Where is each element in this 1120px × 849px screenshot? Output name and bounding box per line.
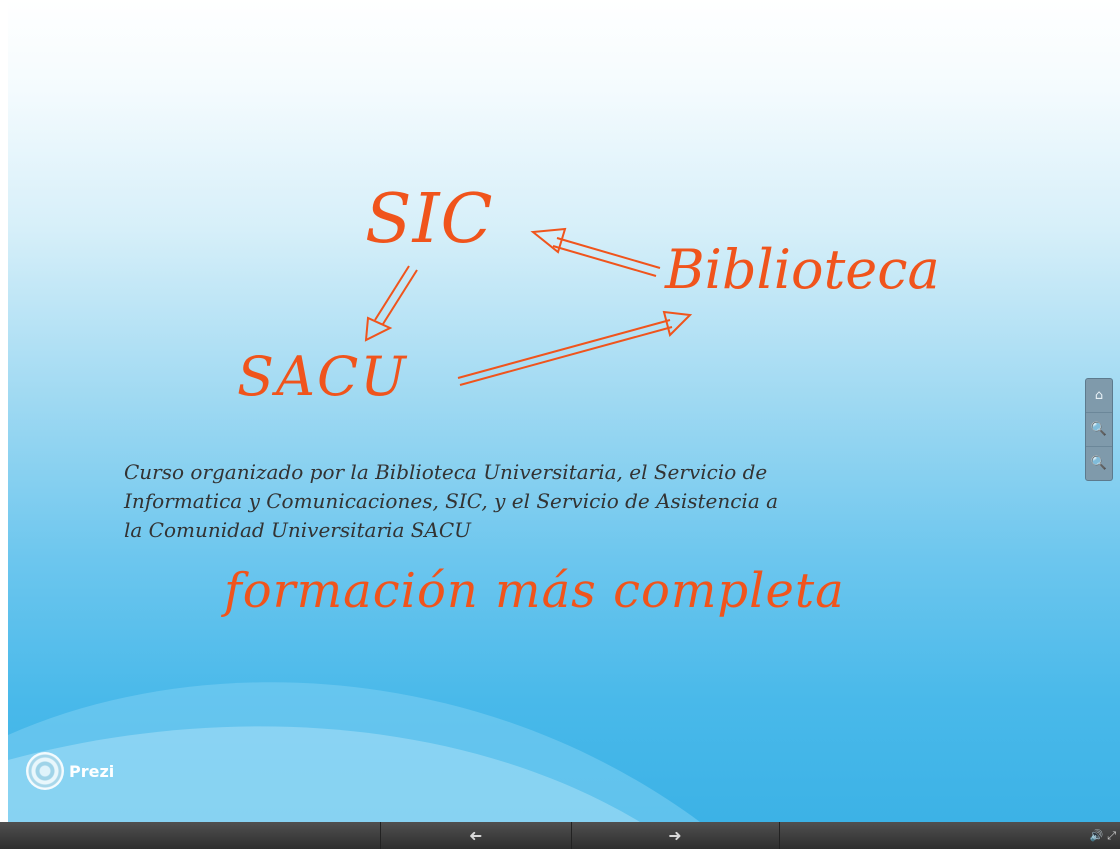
- prezi-canvas[interactable]: SIC Biblioteca SACU Curso organizado por…: [0, 0, 1120, 822]
- connector-arrows: [364, 227, 693, 386]
- home-icon[interactable]: ⌂: [1086, 379, 1112, 413]
- sic-label: SIC: [365, 180, 494, 259]
- arrow-right-icon: ➜: [668, 826, 682, 845]
- prezi-logo-icon: [26, 752, 64, 790]
- description-line: la Comunidad Universitaria SACU: [124, 518, 472, 542]
- zoom-in-icon[interactable]: 🔍: [1086, 413, 1112, 447]
- background-swoosh: [8, 682, 700, 822]
- arrow-biblioteca-to-sic: [530, 227, 661, 277]
- sacu-label: SACU: [237, 345, 408, 408]
- prezi-logo-label: Prezi: [69, 761, 115, 781]
- arrow-sic-to-sacu: [364, 265, 418, 342]
- zoom-out-icon[interactable]: 🔍: [1090, 456, 1108, 471]
- biblioteca-label: Biblioteca: [665, 238, 940, 301]
- arrow-left-icon: ➜: [469, 826, 483, 845]
- next-button[interactable]: ➜: [571, 822, 780, 849]
- bar-controls: 🔊 ⤢: [1085, 822, 1116, 849]
- fullscreen-icon[interactable]: ⤢: [1107, 828, 1116, 842]
- previous-button[interactable]: ➜: [380, 822, 572, 849]
- headline: formación más completa: [224, 563, 845, 619]
- left-edge: [0, 0, 8, 822]
- navigation-bar: ➜ ➜ 🔊 ⤢: [0, 822, 1120, 849]
- description-line: Curso organizado por la Biblioteca Unive…: [124, 460, 768, 484]
- prezi-logo[interactable]: Prezi: [26, 752, 114, 790]
- zoom-toolbar: ⌂ 🔍 🔍: [1085, 378, 1113, 481]
- arrow-sacu-to-biblioteca: [457, 310, 693, 386]
- description-line: Informatica y Comunicaciones, SIC, y el …: [124, 489, 779, 513]
- volume-icon[interactable]: 🔊: [1089, 829, 1104, 842]
- course-description: Curso organizado por la Biblioteca Unive…: [124, 458, 778, 545]
